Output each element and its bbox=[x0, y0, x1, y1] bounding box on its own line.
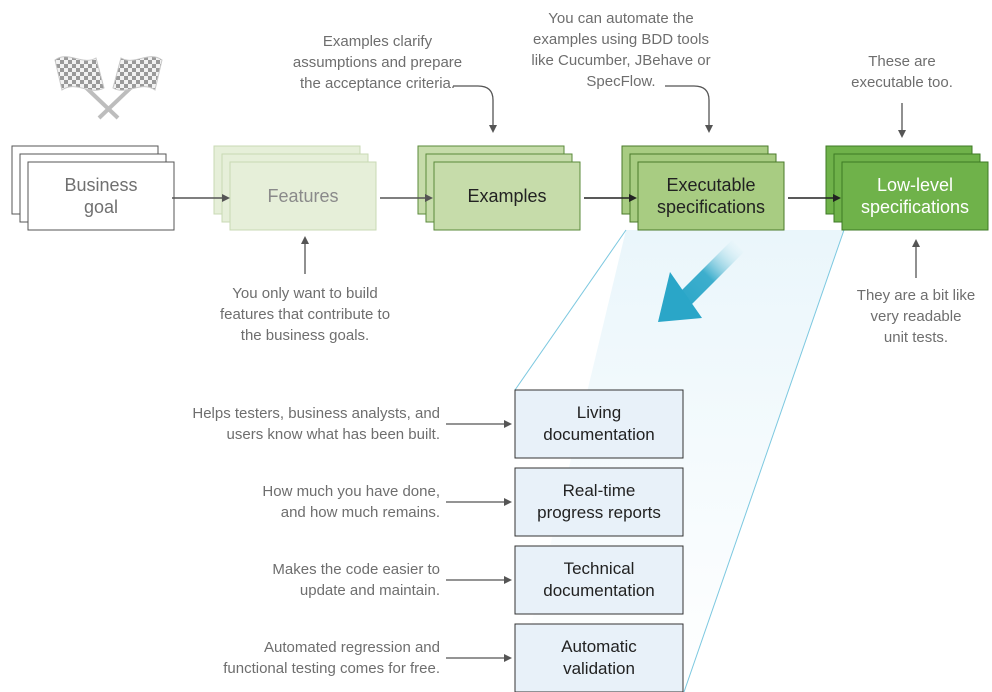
output-label: Real-time progress reports bbox=[537, 481, 661, 522]
stage-features bbox=[213, 145, 377, 231]
output-box bbox=[514, 623, 684, 692]
automate-note-arrowhead bbox=[705, 125, 713, 133]
output-label: Technical documentation bbox=[543, 559, 655, 600]
output-box bbox=[514, 545, 684, 615]
connector-goal-features-head bbox=[222, 194, 230, 202]
stage-business-goal bbox=[11, 145, 175, 231]
unit-tests-note: They are a bit like very readable unit t… bbox=[856, 287, 976, 346]
checkered-flags-icon bbox=[54, 56, 163, 120]
stage-label-executable-specifications: Executable specifications bbox=[656, 175, 766, 217]
connector-examples-executable-head bbox=[629, 194, 637, 202]
stage-label-business-goal: Business goal bbox=[64, 175, 138, 217]
output-note: Automated regression and functional test… bbox=[223, 639, 440, 677]
output-note-arrowhead bbox=[504, 654, 512, 662]
output-label: Living documentation bbox=[543, 403, 655, 444]
unit-tests-note-arrowhead bbox=[912, 239, 920, 247]
down-left-arrow-icon bbox=[658, 240, 744, 322]
stage-examples bbox=[417, 145, 581, 231]
stage-sheet bbox=[841, 161, 989, 231]
annotation-arrows bbox=[304, 85, 917, 278]
output-note-arrowhead bbox=[504, 576, 512, 584]
output-box bbox=[514, 389, 684, 459]
stage-label-examples: Examples bbox=[467, 186, 547, 206]
output-note-arrowhead bbox=[504, 498, 512, 506]
features-note: You only want to build features that con… bbox=[219, 285, 391, 344]
executable-too-arrowhead bbox=[898, 130, 906, 138]
examples-note: Examples clarify assumptions and prepare… bbox=[292, 33, 463, 92]
output-label: Automatic validation bbox=[561, 637, 637, 678]
stage-connectors bbox=[172, 194, 841, 202]
output-note: How much you have done, and how much rem… bbox=[262, 483, 440, 521]
executable-too-note: These are executable too. bbox=[851, 53, 953, 91]
automate-note: You can automate the examples using BDD … bbox=[531, 10, 711, 90]
features-note-arrowhead bbox=[301, 236, 309, 244]
automate-note-arrow bbox=[665, 85, 710, 126]
stage-sheet bbox=[229, 161, 377, 231]
output-note: Makes the code easier to update and main… bbox=[272, 561, 440, 599]
stage-sheet bbox=[637, 161, 785, 231]
beam-edge-left bbox=[514, 229, 627, 391]
stage-executable-specifications bbox=[621, 145, 785, 231]
output-note-arrowhead bbox=[504, 420, 512, 428]
examples-note-arrowhead bbox=[489, 125, 497, 133]
stage-low-level-specifications bbox=[825, 145, 989, 231]
output-box bbox=[514, 467, 684, 537]
examples-note-arrow bbox=[453, 85, 494, 126]
stage-sheet bbox=[27, 161, 175, 231]
connector-features-examples-head bbox=[425, 194, 433, 202]
connector-executable-lowlevel-head bbox=[833, 194, 841, 202]
output-note: Helps testers, business analysts, and us… bbox=[192, 405, 440, 443]
stage-sheet bbox=[433, 161, 581, 231]
beam-edge-right bbox=[683, 229, 845, 692]
stage-label-low-level-specifications: Low-level specifications bbox=[860, 175, 970, 217]
stage-label-features: Features bbox=[267, 186, 339, 206]
